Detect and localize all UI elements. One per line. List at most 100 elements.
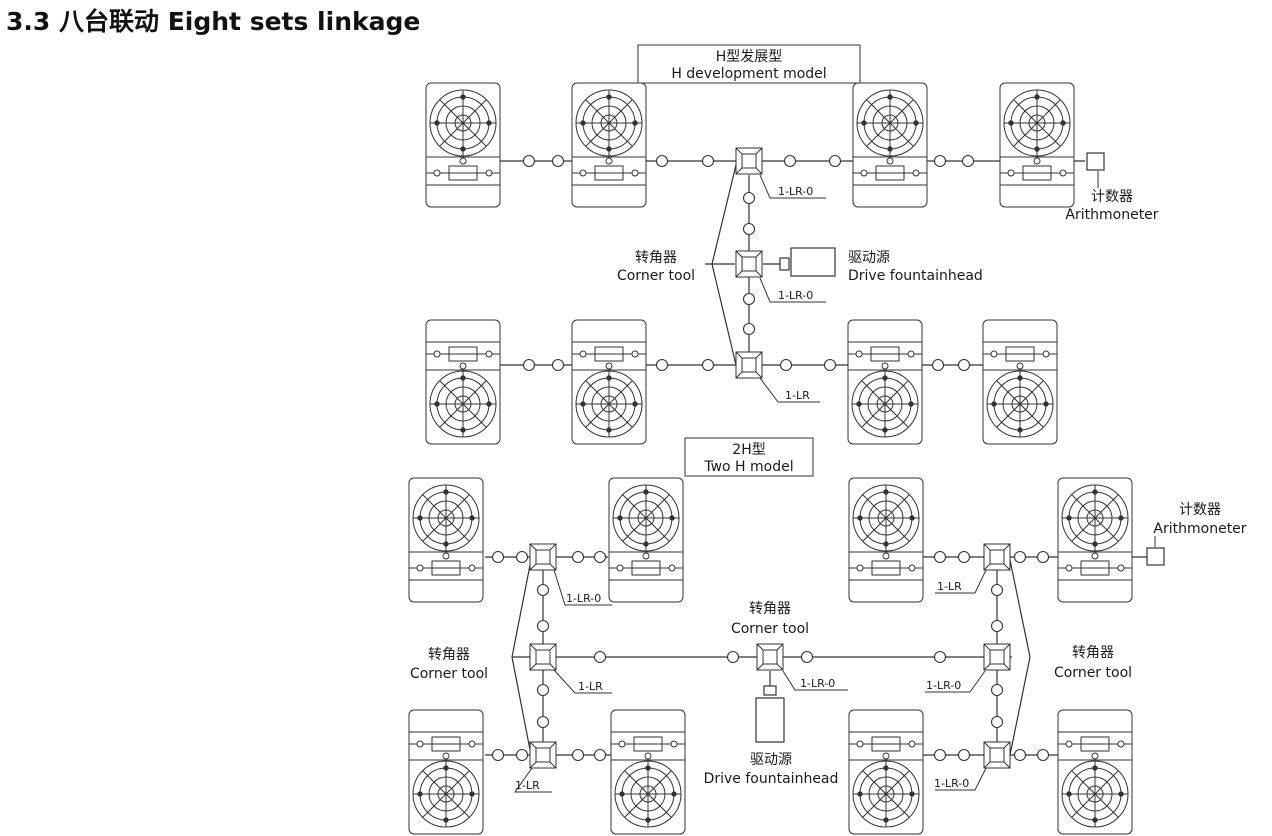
- rotary-table-unit-6: [610, 709, 686, 835]
- unit-foot-bolt: [1065, 564, 1073, 572]
- unit-bolt-hole: [857, 791, 863, 797]
- corner-box-diag-c: [983, 563, 991, 571]
- rotary-table-unit-8: [982, 319, 1058, 445]
- unit-dial-diag-b: [439, 99, 487, 147]
- rotary-table-unit-1: [425, 82, 501, 208]
- shaft-bearing-28: [990, 715, 1004, 729]
- shaft-bearing-16: [1036, 748, 1050, 762]
- bearings-2: [491, 550, 1050, 762]
- drive-2: [755, 685, 785, 743]
- unit-center-bolt: [442, 752, 450, 760]
- unit-bolt-hole: [1008, 120, 1014, 126]
- shaft-bearing-15: [931, 358, 945, 372]
- unit-bolt-hole: [460, 94, 466, 100]
- unit-bolt-hole: [857, 515, 863, 521]
- tag-2-6: 1-LR: [937, 580, 962, 593]
- unit-dial-diag-b: [585, 380, 633, 428]
- shaft-bearing-25: [990, 583, 1004, 597]
- shaft-bearing-18: [742, 222, 756, 236]
- corner-tool-box-6: [983, 643, 1011, 671]
- counter-1: [1086, 152, 1105, 171]
- unit-dial-diag-b: [1071, 770, 1119, 818]
- leader-2-7: [935, 767, 987, 791]
- unit-bolt-hole: [1118, 515, 1124, 521]
- corner-box-diag-a: [983, 543, 991, 551]
- unit-foot-bolt: [668, 564, 676, 572]
- corner-box-diag-d: [776, 663, 784, 671]
- drive-coupling-1: [779, 257, 790, 271]
- shaft-bearing-23: [536, 683, 550, 697]
- unit-bolt-hole: [645, 817, 651, 823]
- unit-bolt-hole: [1034, 146, 1040, 152]
- shaft-bearing-4: [701, 154, 715, 168]
- leader-2-4: [782, 670, 848, 691]
- corner-2-left-en: Corner tool: [410, 666, 488, 682]
- unit-foot-bolt: [856, 740, 864, 748]
- corner-box-diag-b: [549, 741, 557, 749]
- diagram-2-title-cn: 2H型: [732, 442, 765, 458]
- shaft-bearing-11: [571, 748, 585, 762]
- corner-box-diag-a: [735, 147, 743, 155]
- unit-center-bolt: [1033, 157, 1041, 165]
- shaft-bearing-14: [957, 748, 971, 762]
- unit-bolt-hole: [887, 146, 893, 152]
- unit-center-bolt: [1091, 552, 1099, 560]
- corner-box-diag-b: [755, 250, 763, 258]
- unit-foot-bolt: [908, 564, 916, 572]
- shaft-bearing-26: [990, 619, 1004, 633]
- shaft-bearing-3: [571, 550, 585, 564]
- corner-box-diag-b: [1003, 643, 1011, 651]
- counter-1-cn: 计数器: [1091, 189, 1133, 205]
- corner-box-diag-a: [735, 351, 743, 359]
- unit-foot-bolt: [433, 350, 441, 358]
- unit-bolt-hole: [669, 515, 675, 521]
- unit-bolt-hole: [469, 791, 475, 797]
- shaft-bearing-22: [536, 619, 550, 633]
- corner-box-diag-c: [756, 663, 764, 671]
- tag-2-3: 1-LR: [515, 779, 540, 792]
- corner-box-inner: [741, 256, 757, 272]
- tag-1-2: 1-LR-0: [778, 289, 813, 302]
- unit-bolt-hole: [417, 515, 423, 521]
- corner-box-inner: [741, 153, 757, 169]
- tag-1-1: 1-LR-0: [778, 185, 813, 198]
- unit-foot-bolt: [908, 740, 916, 748]
- unit-bolt-hole: [643, 489, 649, 495]
- unit-center-bolt: [459, 362, 467, 370]
- unit-dial-diag-b: [1071, 494, 1119, 542]
- corner-2-mid-en: Corner tool: [731, 621, 809, 637]
- corner-box-diag-d: [1003, 563, 1011, 571]
- unit-center-bolt: [881, 362, 889, 370]
- tag-1-3: 1-LR: [785, 389, 810, 402]
- unit-foot-bolt: [912, 169, 920, 177]
- unit-bolt-hole: [417, 791, 423, 797]
- unit-bolt-hole: [632, 120, 638, 126]
- unit-foot-bolt: [416, 740, 424, 748]
- unit-bolt-hole: [1092, 817, 1098, 823]
- shaft-bearing-18: [726, 650, 740, 664]
- shaft-bearing-7: [1013, 550, 1027, 564]
- rotary-table-unit-6: [571, 319, 647, 445]
- shaft-bearing-1: [522, 154, 536, 168]
- unit-bolt-hole: [460, 146, 466, 152]
- corner-box-diag-b: [1003, 543, 1011, 551]
- corner-box-diag-c: [735, 167, 743, 175]
- drive-motor-1: [790, 247, 836, 277]
- leader-tag-2: [759, 277, 826, 303]
- unit-foot-bolt: [855, 350, 863, 358]
- shaft-bearing-3: [655, 154, 669, 168]
- corner-box-diag-a: [529, 643, 537, 651]
- unit-bolt-hole: [1118, 791, 1124, 797]
- corner-box-diag-d: [549, 761, 557, 769]
- unit-center-bolt: [459, 157, 467, 165]
- unit-bolt-hole: [632, 401, 638, 407]
- corner-2-right-cn: 转角器: [1072, 645, 1114, 661]
- shaft-bearing-5: [933, 550, 947, 564]
- unit-bolt-hole: [606, 94, 612, 100]
- corner-tool-box-1: [529, 543, 557, 571]
- corner-box-inner: [989, 649, 1005, 665]
- unit-dial-diag-b: [862, 494, 910, 542]
- shaft-bearing-8: [1036, 550, 1050, 564]
- shaft-bearing-20: [742, 322, 756, 336]
- shaft-bearing-13: [779, 358, 793, 372]
